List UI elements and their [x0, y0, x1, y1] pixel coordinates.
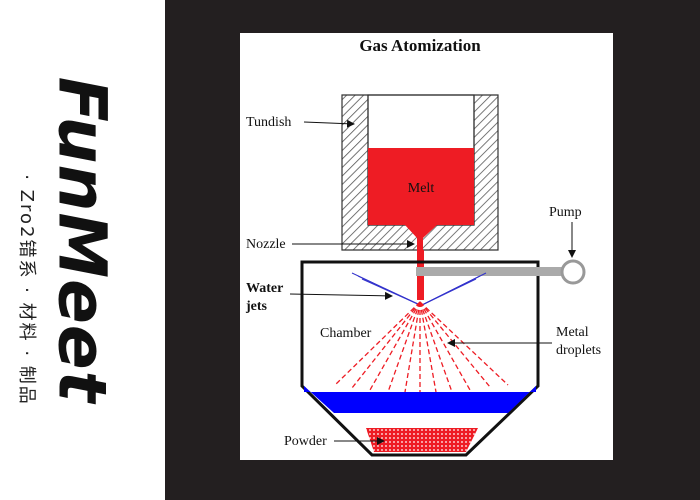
- metal-droplets-label-line1: Metal: [556, 325, 589, 340]
- brand-panel: FunMeet · Zro2错系 · 材料 · 制品: [0, 0, 165, 500]
- tundish-label: Tundish: [246, 115, 291, 130]
- pump-pipe: [416, 267, 566, 276]
- nozzle-label: Nozzle: [246, 237, 286, 252]
- chamber-label: Chamber: [320, 326, 372, 341]
- diagram-canvas: Gas Atomization Melt: [245, 36, 601, 457]
- brand-logo-text: FunMeet: [43, 76, 121, 404]
- chamber-outline: [300, 260, 540, 457]
- water-jets-label-line1: Water: [246, 281, 283, 296]
- melt-label: Melt: [408, 181, 435, 196]
- water-layer: [304, 386, 536, 413]
- pump-label: Pump: [549, 205, 582, 220]
- water-jets-label-line2: jets: [245, 299, 268, 314]
- powder-pile: [366, 428, 478, 452]
- melt-pool: [368, 148, 474, 225]
- metal-droplets-label-line2: droplets: [556, 343, 601, 358]
- pump-circle: [560, 259, 586, 285]
- powder-label: Powder: [284, 434, 327, 449]
- diagram-title: Gas Atomization: [359, 36, 481, 55]
- water-jets-leader: [289, 291, 393, 300]
- gas-atomization-diagram: Gas Atomization Melt: [240, 33, 613, 460]
- metal-droplet-spray: [334, 301, 509, 393]
- nozzle: [405, 225, 437, 250]
- brand-tagline: · Zro2错系 · 材料 · 制品: [16, 174, 37, 406]
- tundish-leader: [303, 119, 355, 128]
